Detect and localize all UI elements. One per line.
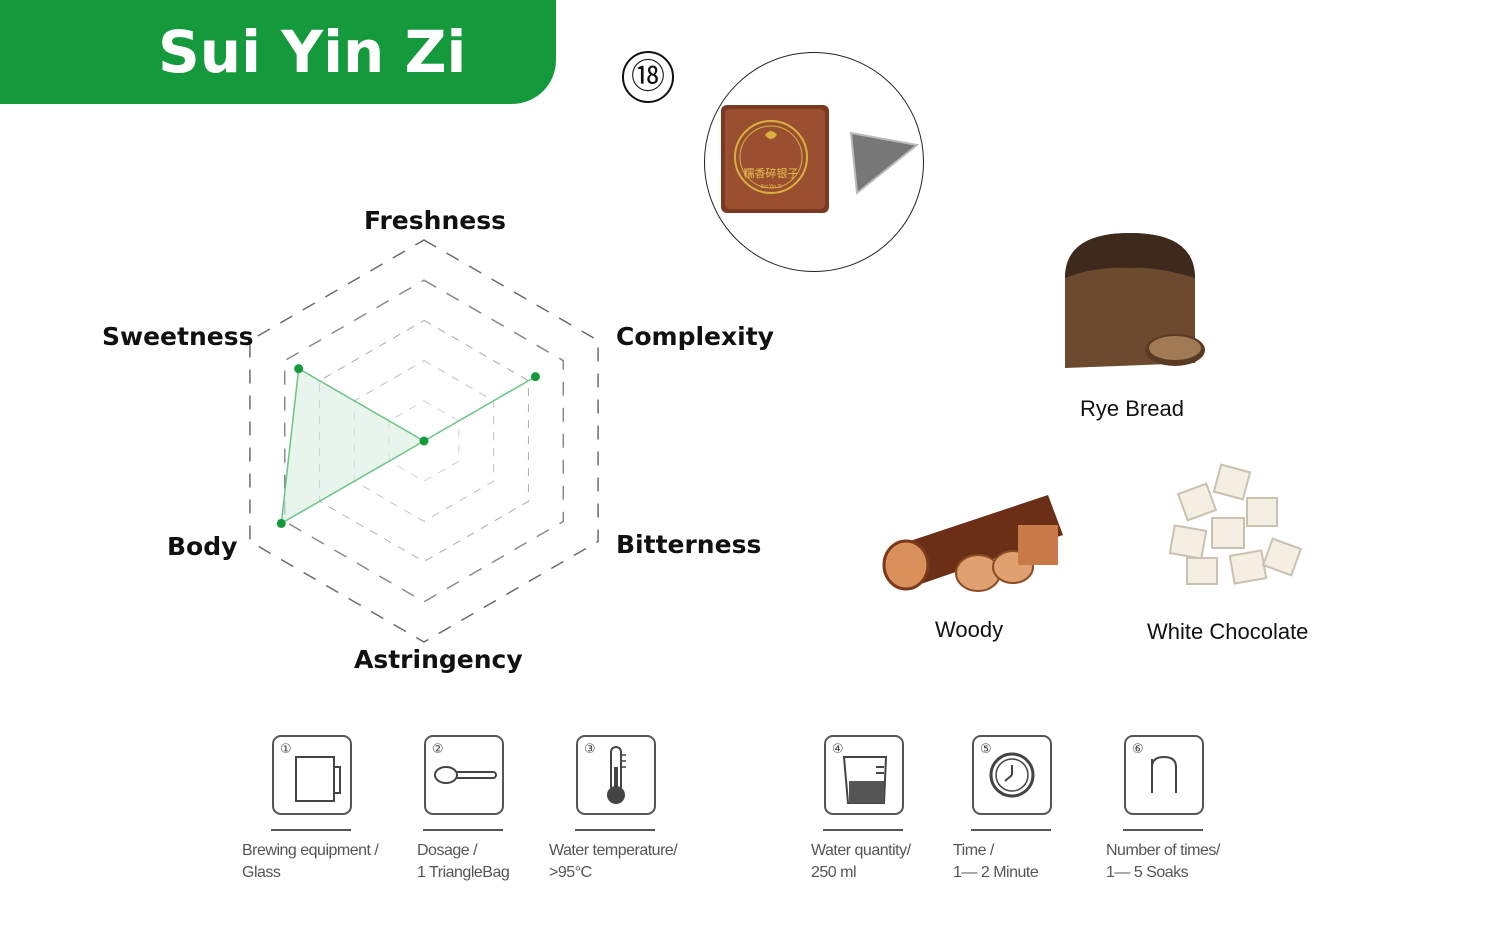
caption-label: Water quantity/: [811, 842, 911, 859]
axis-label-sweetness: Sweetness: [102, 322, 254, 351]
measuring-cup-icon: [842, 756, 888, 804]
radar-ring: [283, 279, 565, 603]
number-badge: ⑱: [622, 51, 674, 103]
step-number: ⑥: [1132, 741, 1144, 756]
brew-step-glass-cup: ①: [272, 735, 352, 815]
clock-icon: [989, 752, 1035, 798]
flavor-white-chocolate: White Chocolate: [1147, 619, 1309, 644]
flavor-rye-bread: Rye Bread: [1080, 396, 1184, 421]
brew-caption: Dosage / 1 TriangleBag: [417, 840, 510, 884]
rye-bread-icon: [1065, 233, 1205, 368]
brew-caption: Water quantity/ 250 ml: [811, 840, 911, 884]
infusion-count-icon: [1151, 755, 1177, 793]
brew-caption: Number of times/ 1— 5 Soaks: [1106, 840, 1220, 884]
caption-label: Dosage /: [417, 842, 478, 859]
divider: [575, 829, 655, 831]
spoon-icon: [434, 766, 497, 784]
divider: [271, 829, 351, 831]
flavor-woody: Woody: [935, 617, 1004, 642]
divider: [1123, 829, 1203, 831]
caption-value: Glass: [242, 864, 281, 881]
divider: [423, 829, 503, 831]
step-number: ①: [280, 741, 292, 756]
brew-caption: Time / 1— 2 Minute: [953, 840, 1039, 884]
caption-label: Time /: [953, 842, 994, 859]
product-image: 糯香碎银子 Sui Yin Zi: [704, 52, 924, 272]
radar-point-sweetness: [294, 364, 304, 374]
brew-step-infusion-count: ⑥: [1124, 735, 1204, 815]
caption-label: Brewing equipment /: [242, 842, 379, 859]
step-number: ②: [432, 741, 444, 756]
thermometer-icon: [607, 746, 626, 804]
caption-value: 1— 5 Soaks: [1106, 864, 1189, 881]
page-title: Sui Yin Zi: [158, 18, 467, 86]
brew-step-measuring-cup: ④: [824, 735, 904, 815]
package-text: 糯香碎银子: [744, 166, 799, 180]
brew-step-clock: ⑤: [972, 735, 1052, 815]
radar-point-complexity: [530, 372, 540, 382]
axis-label-body: Body: [167, 532, 238, 561]
brew-caption: Brewing equipment / Glass: [242, 840, 379, 884]
brew-step-thermometer: ③: [576, 735, 656, 815]
radar-series-area: [280, 367, 536, 525]
step-number: ④: [832, 741, 844, 756]
radar-point-freshness: [419, 436, 429, 446]
caption-value: 1— 2 Minute: [953, 864, 1039, 881]
radar-ring: [249, 239, 599, 643]
brew-caption: Water temperature/ >95°C: [549, 840, 678, 884]
caption-label: Number of times/: [1106, 842, 1220, 859]
divider: [971, 829, 1051, 831]
flavor-radar-chart: [249, 239, 599, 643]
tea-package-icon: 糯香碎银子 Sui Yin Zi: [721, 105, 920, 213]
axis-label-astringency: Astringency: [354, 645, 523, 674]
glass-cup-icon: [295, 756, 341, 802]
caption-label: Water temperature/: [549, 842, 678, 859]
white-chocolate-icon: [1168, 463, 1303, 585]
divider: [823, 829, 903, 831]
axis-label-freshness: Freshness: [364, 206, 506, 235]
caption-value: >95°C: [549, 864, 592, 881]
title-banner: Sui Yin Zi: [0, 0, 556, 104]
axis-label-bitterness: Bitterness: [616, 530, 762, 559]
svg-text:Sui Yin Zi: Sui Yin Zi: [760, 184, 781, 190]
caption-value: 250 ml: [811, 864, 857, 881]
brew-step-spoon: ②: [424, 735, 504, 815]
axis-label-complexity: Complexity: [616, 322, 774, 351]
step-number: ⑤: [980, 741, 992, 756]
wood-log-icon: [882, 495, 1063, 592]
step-number: ③: [584, 741, 596, 756]
radar-point-body: [276, 518, 286, 528]
caption-value: 1 TriangleBag: [417, 864, 510, 881]
